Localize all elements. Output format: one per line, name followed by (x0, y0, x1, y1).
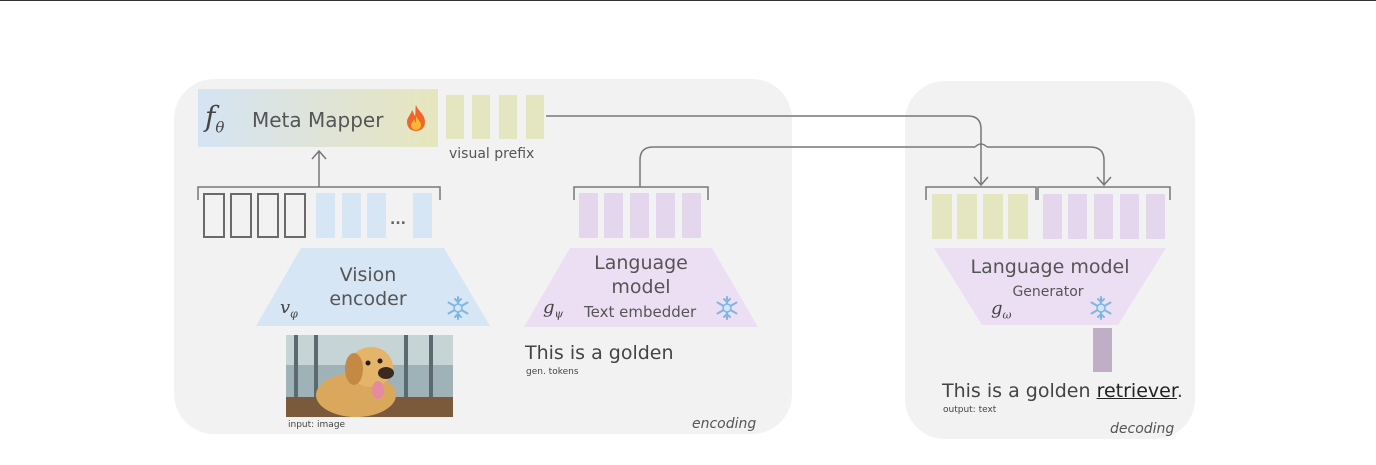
top-rule (0, 0, 1376, 1)
image-patch-token (257, 193, 279, 238)
generator-label: Language model (970, 256, 1130, 278)
text-embedder-label-line2: model (611, 276, 671, 298)
input-dog-image (286, 335, 453, 417)
encoding-label: encoding (692, 416, 757, 432)
vision-encoder-shape (256, 248, 490, 326)
snowflake-icon (1090, 296, 1112, 320)
vision-encoder-symbol: vφ (280, 297, 298, 321)
meta-mapper-box (198, 89, 438, 147)
text-token-bracket (573, 186, 709, 200)
meta-mapper-label: Meta Mapper (252, 108, 384, 132)
text-embedder-label-line1: Language (594, 252, 688, 274)
visual-prefix-token (499, 95, 517, 139)
text-embedder-sublabel: Text embedder (584, 303, 697, 321)
generator-prefix-token (932, 194, 952, 239)
output-token (1093, 328, 1112, 372)
vision-encoder-label-line1: Vision (339, 264, 397, 286)
visual-prefix-token (526, 95, 544, 139)
text-token (604, 193, 623, 238)
text-embedder-symbol: gψ (543, 297, 564, 321)
generator-prefix-token (1008, 194, 1028, 239)
token-ellipsis: ... (390, 212, 406, 228)
text-to-generator-wire (639, 146, 1105, 187)
generator-input-bracket-left (925, 186, 1037, 200)
generator-shape (934, 248, 1166, 325)
generator-text-token (1094, 194, 1113, 239)
text-token (682, 193, 701, 238)
meta-mapper-symbol: fθ (205, 100, 225, 137)
prefix-to-generator-wire (546, 115, 982, 184)
visual-token (413, 193, 432, 238)
text-token (630, 193, 649, 238)
image-patch-token (284, 193, 306, 238)
generator-prefix-token (957, 194, 977, 239)
visual-prefix-token (472, 95, 490, 139)
text-token (579, 193, 598, 238)
generator-prefix-token (983, 194, 1003, 239)
generated-text: This is a golden (525, 342, 674, 364)
generator-sublabel: Generator (1012, 284, 1084, 300)
snowflake-icon (447, 296, 469, 320)
image-patch-token (203, 193, 225, 238)
visual-token (342, 193, 361, 238)
image-patch-token (230, 193, 252, 238)
visual-token (316, 193, 335, 238)
output-caption: output: text (943, 405, 997, 415)
output-predicted-word: retriever (1096, 380, 1177, 402)
generator-text-token (1068, 194, 1087, 239)
generator-text-token (1043, 194, 1062, 239)
text-embedder-shape (524, 248, 758, 327)
decoding-label: decoding (1110, 421, 1175, 437)
fire-icon (407, 105, 425, 131)
generator-input-bracket-right (1037, 186, 1171, 200)
visual-prefix-token (446, 95, 464, 139)
generator-symbol: gω (991, 298, 1012, 322)
generator-text-token (1120, 194, 1139, 239)
input-caption: input: image (288, 420, 346, 430)
snowflake-icon (716, 296, 738, 320)
gen-tokens-caption: gen. tokens (526, 367, 579, 377)
visual-token (367, 193, 386, 238)
text-token (656, 193, 675, 238)
output-text: This is a golden retriever. (942, 380, 1183, 402)
visual-prefix-label: visual prefix (449, 146, 535, 162)
generator-text-token (1146, 194, 1165, 239)
vision-encoder-label-line2: encoder (329, 288, 407, 310)
